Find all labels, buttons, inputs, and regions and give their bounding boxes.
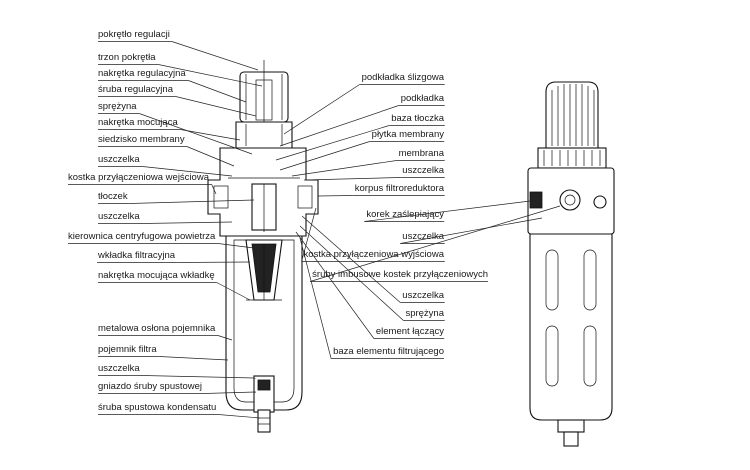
label-left-0: pokrętło regulacji: [98, 29, 170, 40]
label-right-6: korpus filtroreduktora: [355, 183, 445, 194]
label-left-4: sprężyna: [98, 101, 137, 112]
leader-line-left-18: [218, 414, 261, 419]
label-left-5: nakrętka mocująca: [98, 117, 178, 128]
label-right-3: płytka membrany: [372, 129, 445, 140]
label-right-13: element łączący: [376, 326, 444, 337]
label-left-12: wkładka filtracyjna: [97, 250, 176, 261]
label-left-18: śruba spustowa kondensatu: [98, 402, 216, 413]
leader-line-left-5: [180, 129, 241, 141]
leader-line-left-1: [158, 64, 263, 87]
exterior-view-drawing: [527, 81, 615, 447]
leader-line-right-0: [283, 84, 360, 135]
label-right-10: śruby imbusowe kostek przyłączeniowych: [312, 269, 488, 280]
exterior-bowl-guard: [529, 233, 613, 421]
leader-line-left-16: [142, 375, 257, 379]
leader-line-left-10: [142, 221, 233, 224]
label-right-11: uszczelka: [402, 290, 444, 301]
leader-line-right-7: [364, 199, 539, 222]
leader-line-right-2: [275, 125, 390, 161]
leader-line-right-13: [295, 231, 375, 339]
leader-line-right-6: [317, 195, 353, 197]
filter-bowl: [225, 235, 303, 411]
leader-line-left-0: [171, 41, 259, 71]
label-right-9: kostka przyłączeniowa wyjściowa: [304, 249, 445, 260]
leader-line-right-5: [303, 177, 401, 181]
label-left-16: uszczelka: [98, 363, 140, 374]
leader-line-right-14: [299, 237, 332, 359]
leader-line-right-3: [279, 141, 370, 171]
label-right-7: korek zaślepiający: [366, 209, 444, 220]
leader-line-right-4: [291, 160, 397, 177]
label-right-12: sprężyna: [405, 308, 444, 319]
exterior-nut: [537, 147, 607, 169]
label-left-9: tłoczek: [98, 191, 128, 202]
label-left-10: uszczelka: [98, 211, 140, 222]
label-left-7: uszczelka: [98, 154, 140, 165]
knob-ribbing: [551, 84, 595, 146]
label-left-2: nakrętka regulacyjna: [98, 68, 186, 79]
leader-line-right-11: [301, 215, 401, 303]
label-left-14: metalowa osłona pojemnika: [98, 323, 216, 334]
leader-lines: [68, 41, 561, 419]
leader-line-left-12: [177, 261, 251, 263]
exterior-knob: [545, 81, 599, 149]
port-plug: [559, 189, 581, 211]
label-right-5: uszczelka: [402, 165, 444, 176]
label-right-14: baza elementu filtrującego: [333, 346, 444, 357]
leader-line-left-3: [175, 96, 257, 117]
leader-line-right-10: [310, 205, 561, 282]
label-right-1: podkładka: [401, 93, 445, 104]
label-right-0: podkładka ślizgowa: [362, 72, 445, 83]
leader-line-right-8: [400, 217, 543, 244]
label-left-11: kierownica centryfugowa powietrza: [68, 231, 216, 242]
label-left-13: nakrętka mocująca wkładkę: [98, 270, 215, 281]
leader-line-left-7: [142, 166, 233, 177]
leader-line-left-13: [216, 282, 251, 301]
right-labels: podkładka ślizgowa podkładka baza tłoczk…: [304, 72, 488, 357]
leader-line-right-1: [279, 105, 399, 147]
label-left-15: pojemnik filtra: [98, 344, 157, 355]
leader-line-left-6: [186, 146, 235, 167]
leader-line-left-8: [211, 184, 217, 195]
label-right-8: uszczelka: [402, 231, 444, 242]
label-left-8: kostka przyłączeniowa wejściowa: [68, 172, 210, 183]
leader-line-left-14: [217, 335, 233, 341]
label-right-4: membrana: [399, 148, 445, 159]
label-left-6: siedzisko membrany: [98, 134, 185, 145]
drain-screw: [257, 409, 271, 433]
exterior-drain: [557, 419, 585, 433]
label-left-1: trzon pokrętła: [98, 52, 156, 63]
cross-section-drawing: [207, 60, 319, 433]
bonnet: [235, 121, 293, 149]
leader-line-left-11: [217, 243, 255, 249]
label-right-2: baza tłoczka: [391, 113, 445, 124]
leader-line-right-12: [299, 225, 404, 321]
side-plug: [593, 195, 607, 209]
left-labels: pokrętło regulacji trzon pokrętła nakręt…: [68, 29, 216, 413]
leader-line-left-17: [204, 391, 257, 394]
leader-line-left-2: [188, 80, 247, 103]
leader-line-left-4: [139, 113, 253, 155]
leader-line-left-15: [159, 356, 229, 361]
label-left-17: gniazdo śruby spustowej: [98, 381, 202, 392]
label-left-3: śruba regulacyjna: [98, 84, 174, 95]
leader-line-left-9: [129, 199, 255, 204]
